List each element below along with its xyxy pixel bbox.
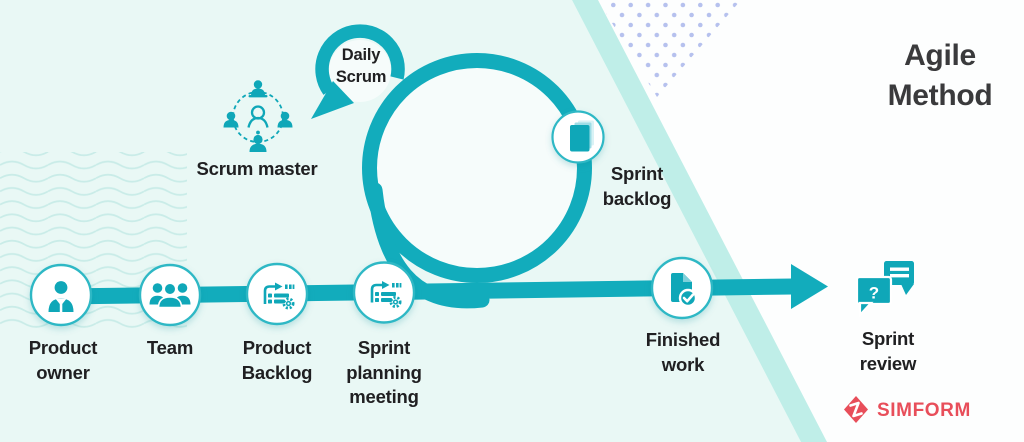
team-icon [149,282,191,309]
label-line: Sprint [861,328,915,349]
sprint-loop-interior [377,68,577,268]
node-product-backlog [245,262,309,326]
node-team [138,263,202,327]
node-finished-work [650,256,714,320]
label-line: review [859,352,917,374]
simform-logo-icon [844,396,868,423]
title-line: Method [887,79,993,112]
label-finished-work: Finished work [645,328,721,377]
document-check-icon [671,273,698,308]
label-line: owner [36,361,90,383]
label-line: Sprint [610,163,664,184]
label-line: Team [146,337,194,358]
node-product-owner [29,263,93,327]
label-line: backlog [602,187,672,209]
label-line: Product [242,337,312,358]
title-line: Agile [904,39,976,72]
label-line: meeting [349,386,419,407]
task-list-gear-icon [370,281,402,308]
label-line: Sprint [357,337,411,358]
label-sprint-planning-meeting: Sprint planning meeting [346,336,422,410]
question-mark-glyph: ? [869,284,879,303]
diagonal-band [572,0,827,442]
label-line: Scrum [335,67,387,86]
label-sprint-backlog: Sprint backlog [603,162,672,211]
label-scrum-master: Scrum master [197,157,318,182]
label-line: Scrum master [196,158,318,179]
label-line: Product [28,337,98,358]
daily-scrum-arrowhead-icon [311,81,354,119]
label-product-backlog: Product Backlog [242,336,313,385]
arrow-head-icon [791,264,828,309]
task-list-gear-icon [263,282,295,310]
book-icon [570,120,594,152]
daily-scrum-interior [329,40,391,102]
page-title: Agile Method [865,36,1015,116]
person-icon [48,281,74,312]
node-sprint-planning-meeting [352,261,416,324]
scrum-master-icon [223,80,293,152]
label-line: planning [346,361,422,383]
label-line: work [661,353,705,375]
daily-scrum-loop [315,24,405,95]
label-line: Finished [645,329,721,350]
label-team: Team [147,336,193,361]
node-sprint-backlog [551,110,605,164]
dots-pattern [598,0,741,97]
flow-line [60,24,828,309]
label-product-owner: Product owner [29,336,98,385]
label-sprint-review: Sprint review [859,327,917,376]
simform-logo-text: SIMFORM [877,400,971,421]
label-line: Daily [341,46,381,64]
label-daily-scrum: Daily Scrum [335,45,387,88]
sprint-loop-circle [362,53,592,283]
chat-bubbles-icon: ? [855,261,914,318]
label-line: Backlog [241,361,313,383]
timeline-bar [60,278,793,305]
